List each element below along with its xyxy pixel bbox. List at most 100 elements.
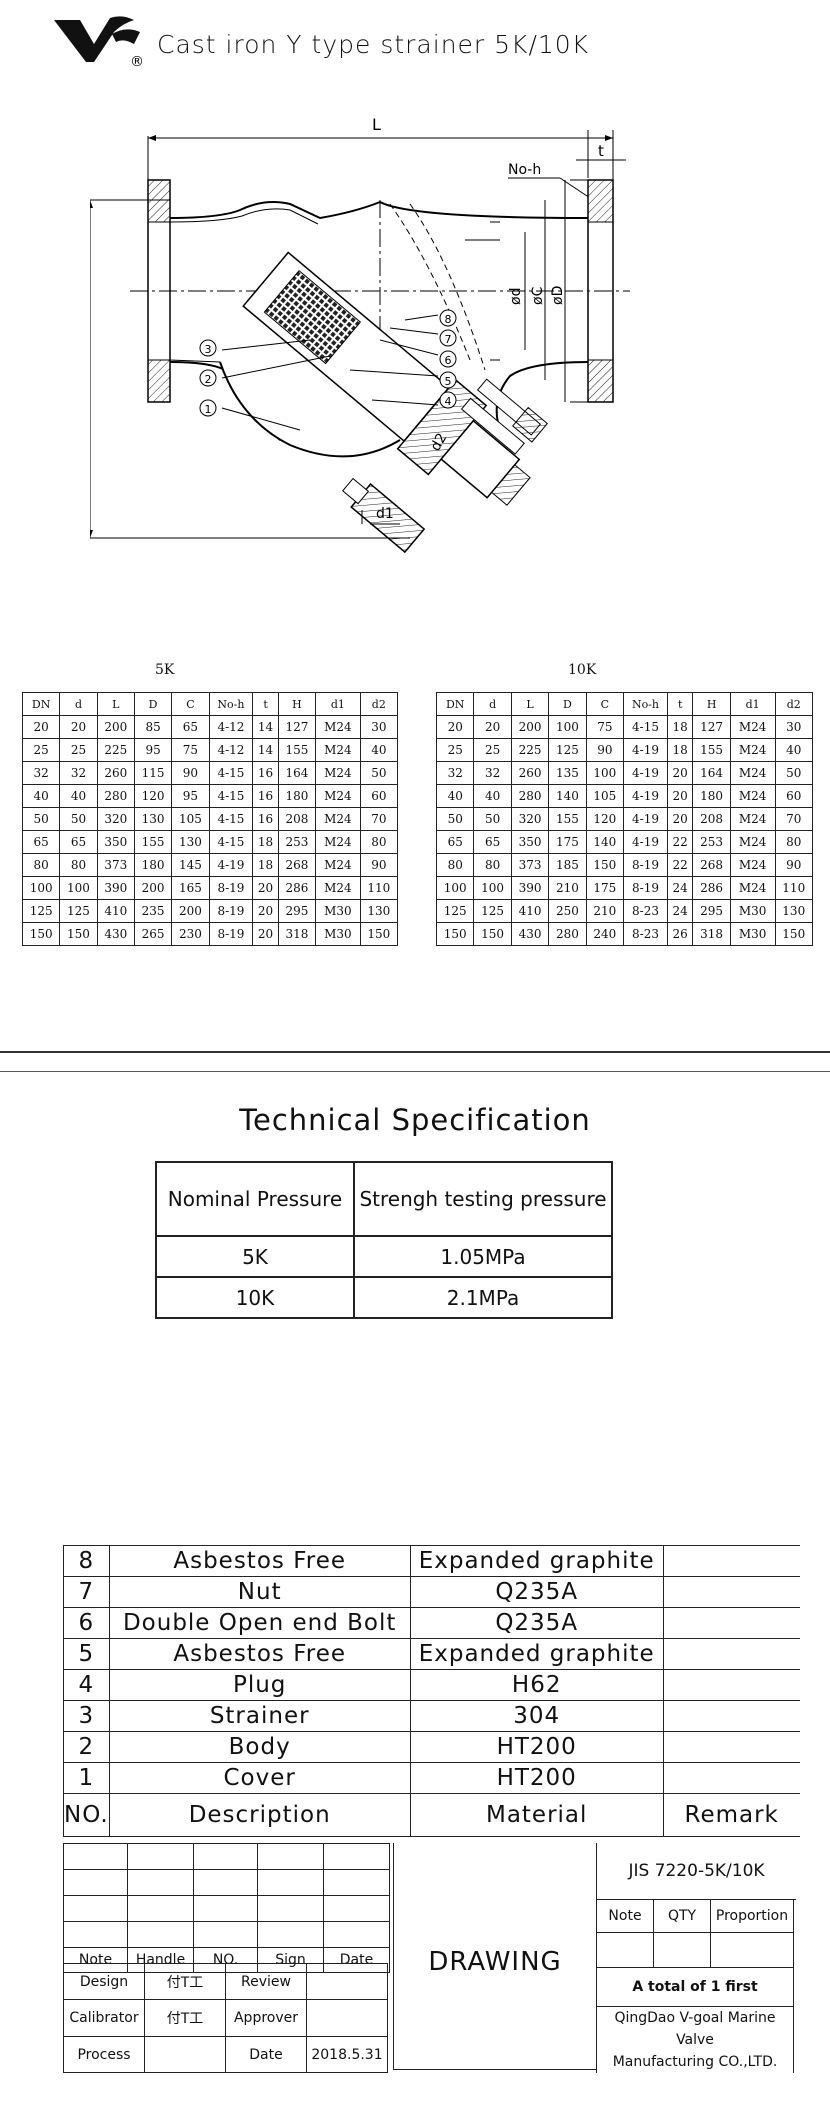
table-cell: M24 [729,876,776,900]
table-cell: 32 [59,761,98,785]
dim-d-label: ød [508,288,524,305]
parts-desc: Double Open end Bolt [108,1607,411,1639]
parts-remark [662,1700,800,1732]
table-cell: 127 [692,715,731,739]
parts-desc: Strainer [108,1700,411,1732]
parts-no: 7 [63,1576,110,1608]
parts-remark [662,1545,800,1577]
table-cell: 430 [96,922,135,946]
table-cell: 65 [59,830,98,854]
table-cell: 14 [252,738,279,762]
parts-no: 3 [63,1700,110,1732]
page-title: Cast iron Y type strainer 5K/10K [157,30,590,59]
table-cell: M24 [315,715,361,739]
balloon-5: 5 [439,371,457,389]
parts-no: 4 [63,1669,110,1701]
table-cell: 4-15 [623,715,668,739]
spec-test: 1.05MPa [353,1235,613,1278]
spec-header-nominal: Nominal Pressure [155,1161,355,1237]
table-cell: 40 [359,738,399,762]
table-cell: M24 [315,830,361,854]
table-cell: 253 [277,830,317,854]
table-cell: 130 [133,807,173,831]
table-cell: 115 [133,761,173,785]
balloon-7: 7 [439,329,457,347]
table-cell: 40 [59,784,98,808]
table-cell: 268 [277,853,317,877]
table-cell: 80 [59,853,98,877]
table-cell: 100 [59,876,98,900]
table-cell: 70 [359,807,399,831]
table-cell: 230 [171,922,210,946]
table-cell: 175 [548,830,587,854]
table-cell: 30 [774,715,813,739]
balloon-8: 8 [439,309,457,327]
table-cell: 320 [510,807,550,831]
table-cell: 40 [473,784,512,808]
table-cell: 260 [96,761,135,785]
table-cell: 20 [252,899,279,923]
table-cell: 295 [692,899,731,923]
parts-material: H62 [409,1669,664,1701]
table-cell: 253 [692,830,731,854]
table-cell: 155 [692,738,731,762]
table-cell: 390 [510,876,550,900]
table-cell: 26 [666,922,694,946]
table-cell: 65 [21,830,61,854]
table-cell: 50 [774,761,813,785]
qty-note-label: Note [596,1899,654,1933]
table-cell: 8-19 [623,853,668,877]
balloon-2: 2 [199,369,217,387]
table-cell: 8-19 [208,899,254,923]
table-cell: 60 [359,784,399,808]
column-header: No-h [208,692,254,716]
table-cell: 32 [473,761,512,785]
parts-desc: Asbestos Free [108,1545,411,1577]
table-cell: 150 [774,922,813,946]
table-cell: 140 [585,830,625,854]
table-cell: 4-19 [208,853,254,877]
table-cell: 430 [510,922,550,946]
table-cell: 24 [666,899,694,923]
table-cell: 22 [666,830,694,854]
qty-label: QTY [653,1899,711,1933]
table-cell: 125 [473,899,512,923]
table-cell: 65 [171,715,210,739]
table-cell: M30 [315,922,361,946]
table-cell: M24 [729,807,776,831]
table-cell: 225 [510,738,550,762]
table-cell: 80 [435,853,475,877]
table-cell: 30 [359,715,399,739]
table-cell: 130 [359,899,399,923]
table-cell: 100 [585,761,625,785]
parts-material: Q235A [409,1607,664,1639]
column-header: d2 [774,692,813,716]
parts-no: 6 [63,1607,110,1639]
table-cell: 8-23 [623,899,668,923]
parts-no: 5 [63,1638,110,1670]
table-cell: 4-15 [208,807,254,831]
column-header: L [510,692,550,716]
table-cell: 25 [59,738,98,762]
table-cell: 200 [171,899,210,923]
table-cell: 208 [277,807,317,831]
column-header: t [252,692,279,716]
table-cell: M24 [315,807,361,831]
table-cell: 164 [277,761,317,785]
table-cell: 90 [171,761,210,785]
svg-text:4: 4 [445,395,452,408]
table-cell: M24 [315,853,361,877]
